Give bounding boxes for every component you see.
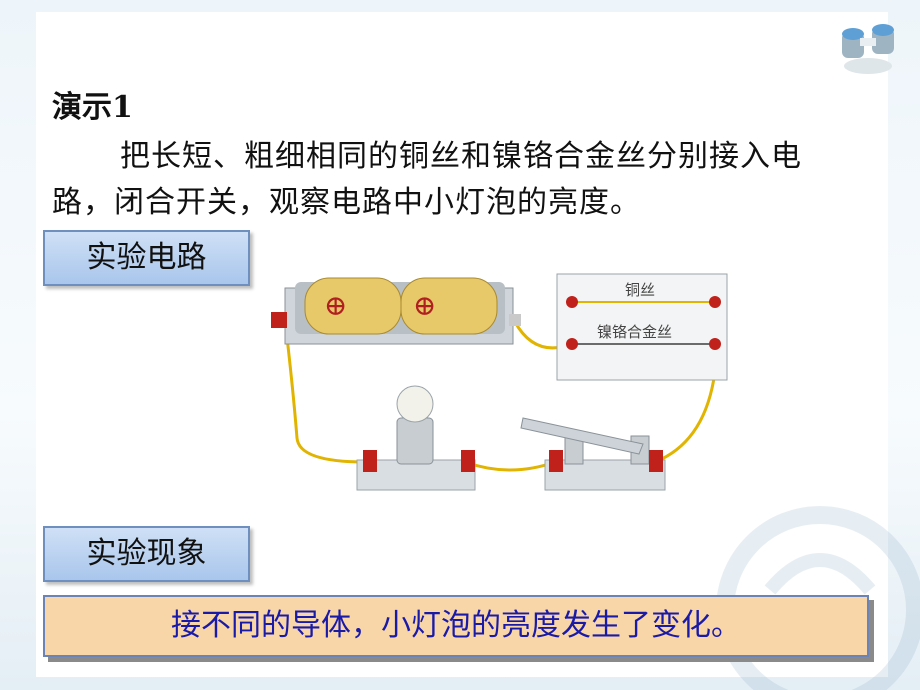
- section-phenomenon-label: 实验现象: [43, 526, 250, 582]
- result-statement: 接不同的导体，小灯泡的亮度发生了变化。: [43, 595, 869, 657]
- demo-title: 演示1: [52, 90, 133, 125]
- battery-holder: ⊕ ⊕: [271, 277, 521, 345]
- battery-positive-icon: ⊕: [324, 289, 347, 322]
- section-circuit-label: 实验电路: [43, 230, 250, 286]
- binoculars-icon: [842, 24, 894, 74]
- circuit-diagram: ⊕ ⊕ 铜丝 镍铬合金丝: [271, 273, 728, 491]
- copper-wire-label: 铜丝: [625, 281, 655, 299]
- watermark-logo: [716, 506, 920, 690]
- conductor-board: 铜丝 镍铬合金丝: [556, 273, 728, 381]
- lamp-unit: [356, 385, 476, 491]
- battery-terminal-right: [509, 314, 521, 326]
- battery-positive-icon-2: ⊕: [413, 289, 436, 322]
- demo-description: 把长短、粗细相同的铜丝和镍铬合金丝分别接入电路，闭合开关，观察电路中小灯泡的亮度…: [52, 139, 802, 220]
- knife-switch: [520, 417, 666, 491]
- battery-terminal-left: [271, 312, 287, 328]
- nichrome-wire-label: 镍铬合金丝: [597, 323, 672, 341]
